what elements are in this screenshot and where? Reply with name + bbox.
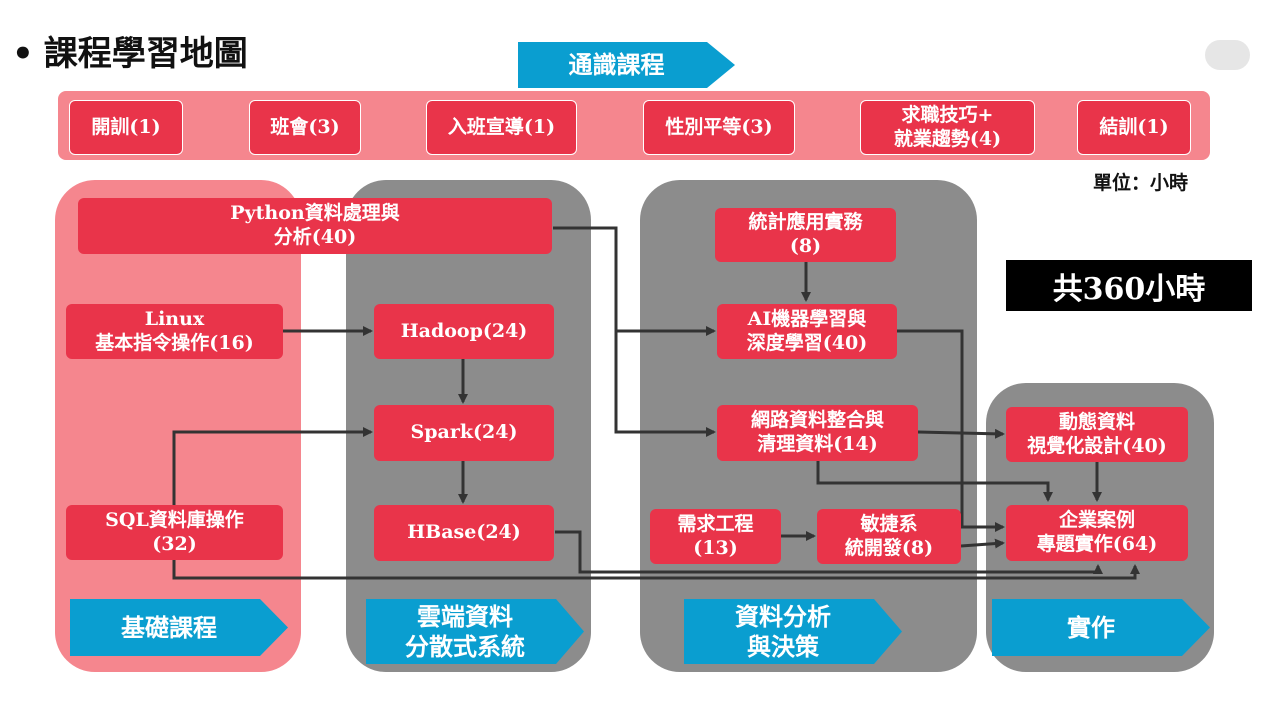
foundation-panel <box>55 180 301 672</box>
connector-web-project <box>816 461 1053 502</box>
practice-label: 實作 <box>992 599 1210 656</box>
course-capstone-project: 企業案例 專題實作(64) <box>1006 505 1188 561</box>
connector-web-viz <box>917 428 1005 439</box>
course-hbase: HBase(24) <box>374 505 554 561</box>
general-course-class-meeting: 班會(3) <box>249 100 361 155</box>
foundation-label-text: 基礎課程 <box>121 613 217 642</box>
cloud-label-text: 雲端資料 分散式系統 <box>405 602 525 661</box>
general-course-gender-equality: 性別平等(3) <box>643 100 795 155</box>
course-spark: Spark(24) <box>374 405 554 461</box>
connector-python-web <box>614 331 716 437</box>
course-agile: 敏捷系 統開發(8) <box>817 509 961 564</box>
unit-note: 單位：小時 <box>1093 172 1189 194</box>
course-visualization: 動態資料 視覺化設計(40) <box>1006 407 1188 462</box>
general-courses-label-text: 通識課程 <box>568 51 665 79</box>
top-right-pill <box>1205 40 1250 70</box>
general-course-orientation: 入班宣導(1) <box>426 100 577 155</box>
course-ai: AI機器學習與 深度學習(40) <box>717 304 897 359</box>
analytics-label: 資料分析 與決策 <box>684 599 902 664</box>
course-stats: 統計應用實務 (8) <box>715 208 896 262</box>
connector-hbase-project <box>555 530 1103 574</box>
connector-ai-project <box>897 329 1005 532</box>
title-text: 課程學習地圖 <box>43 34 248 74</box>
cloud-label: 雲端資料 分散式系統 <box>366 599 584 664</box>
general-courses-label: 通識課程 <box>518 42 735 88</box>
course-requirements: 需求工程 (13) <box>650 509 781 564</box>
connector-sql-project <box>172 564 1140 580</box>
course-linux: Linux 基本指令操作(16) <box>66 304 283 359</box>
practice-label-text: 實作 <box>1067 613 1115 642</box>
general-course-opening: 開訓(1) <box>69 100 183 155</box>
course-web: 網路資料整合與 清理資料(14) <box>717 405 918 461</box>
foundation-label: 基礎課程 <box>70 599 288 656</box>
analytics-label-text: 資料分析 與決策 <box>735 602 831 661</box>
general-course-closing: 結訓(1) <box>1077 100 1191 155</box>
connector-python-ai <box>553 226 716 336</box>
connector-agile-project <box>960 538 1005 549</box>
total-hours-badge: 共360小時 <box>1006 260 1252 311</box>
general-course-job-seeking: 求職技巧+ 就業趨勢(4) <box>860 100 1035 155</box>
course-sql: SQL資料庫操作 (32) <box>66 505 283 560</box>
course-python: Python資料處理與 分析(40) <box>78 198 552 254</box>
title-bullet: • <box>12 34 34 74</box>
course-hadoop: Hadoop(24) <box>374 304 554 359</box>
page-title: •課程學習地圖 <box>12 26 248 75</box>
